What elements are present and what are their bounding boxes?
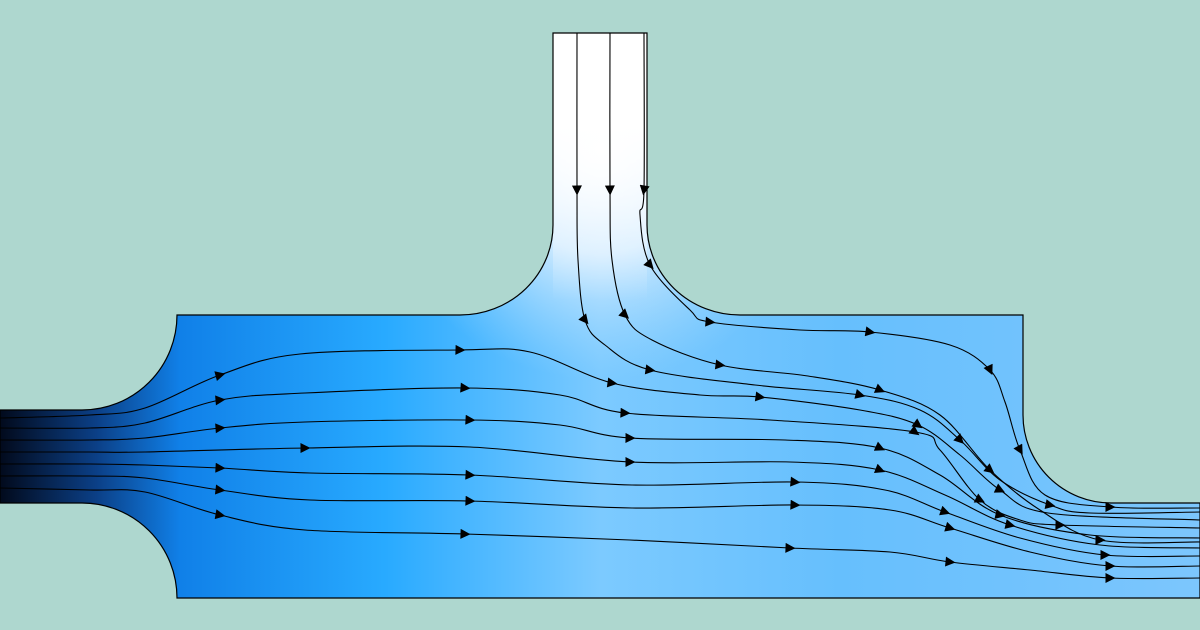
domain-outline (0, 32, 1200, 599)
streamline (0, 487, 1200, 580)
streamline (0, 348, 1200, 521)
streamline (0, 463, 1200, 558)
top-inlet-fill (553, 33, 647, 303)
streamline (609, 32, 1200, 544)
streamline (0, 475, 1200, 568)
streamlines (0, 32, 1200, 583)
